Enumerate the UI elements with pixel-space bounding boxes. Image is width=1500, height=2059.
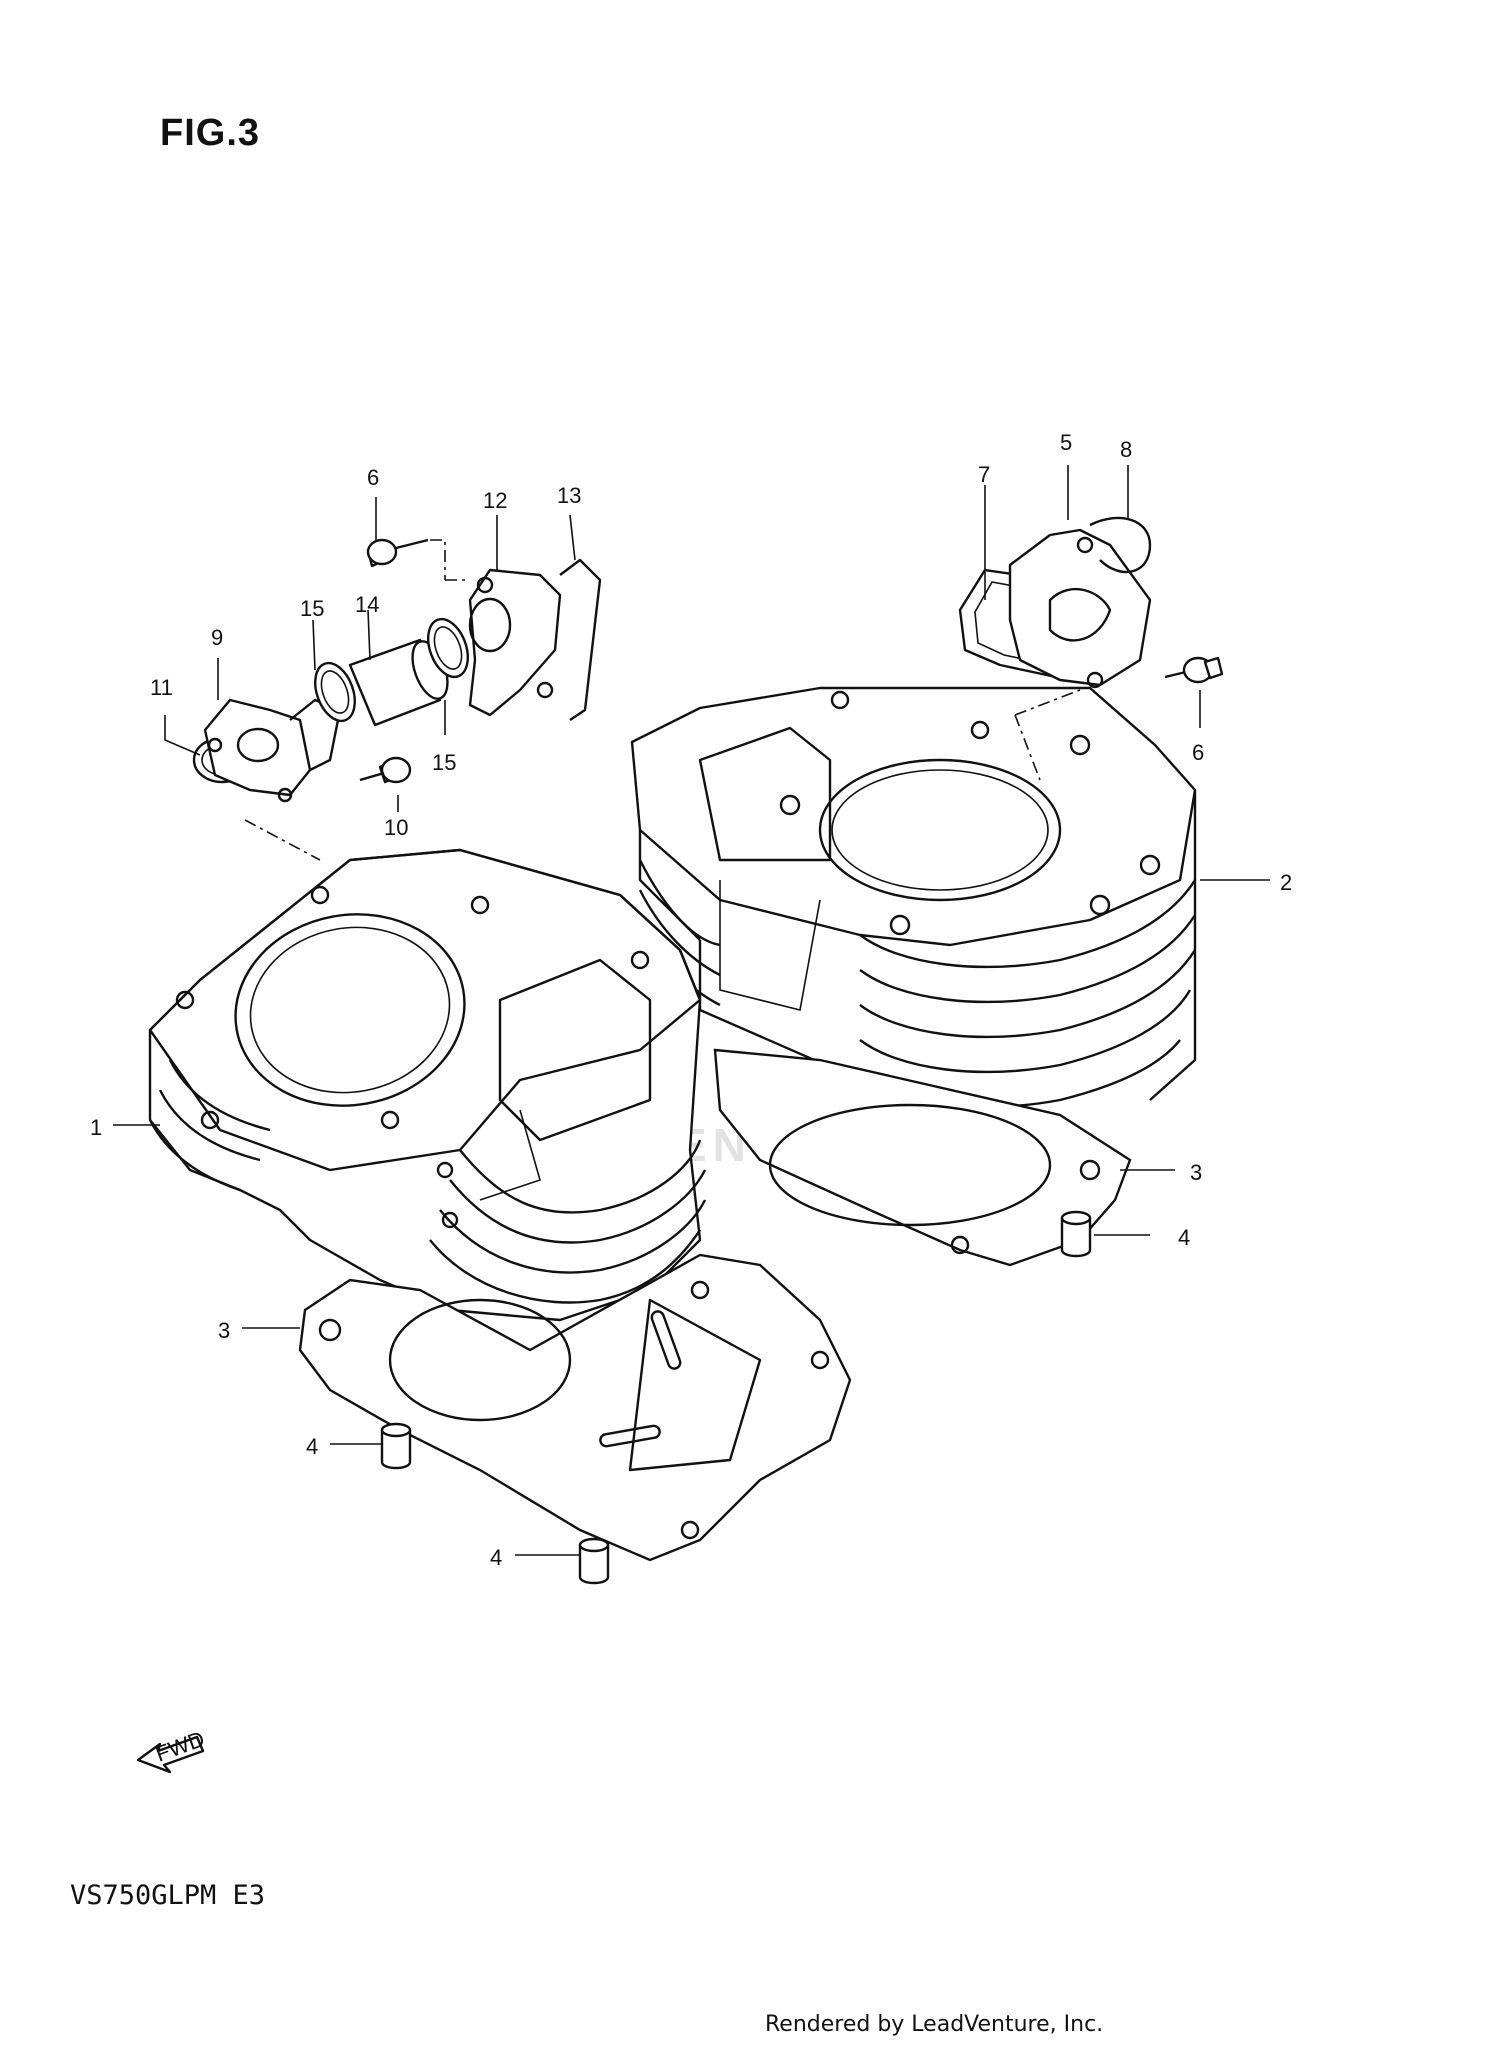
model-code: VS750GLPM E3 bbox=[70, 1880, 266, 1911]
dowel-pin-front-upper bbox=[380, 1422, 412, 1470]
callout-8: 8 bbox=[1120, 437, 1132, 462]
footer-credit: Rendered by LeadVenture, Inc. bbox=[765, 2012, 1104, 2037]
callout-2: 2 bbox=[1280, 870, 1292, 895]
callout-15-right: 15 bbox=[432, 750, 456, 775]
fwd-label: FWD bbox=[152, 1726, 208, 1767]
leader-lines bbox=[113, 465, 1270, 1556]
forward-arrow-icon: FWD bbox=[136, 1726, 208, 1774]
front-cylinder-base-gasket bbox=[298, 1253, 852, 1562]
front-cylinder bbox=[148, 848, 707, 1322]
intake-pipe-assembly bbox=[192, 538, 602, 803]
rear-cylinder-base-gasket bbox=[713, 1048, 1132, 1267]
callout-6-front: 6 bbox=[367, 465, 379, 490]
dowel-pin-front-lower bbox=[578, 1537, 610, 1585]
callout-3-front: 3 bbox=[218, 1318, 230, 1343]
callout-1: 1 bbox=[90, 1115, 102, 1140]
figure-title: FIG.3 bbox=[160, 112, 261, 154]
callout-13: 13 bbox=[557, 483, 581, 508]
rear-cylinder bbox=[630, 686, 1197, 1109]
callout-4-front-upper: 4 bbox=[306, 1434, 318, 1459]
callout-14: 14 bbox=[355, 592, 379, 617]
callout-numbers: 1 2 3 3 4 4 4 5 6 6 7 8 9 10 11 12 13 14… bbox=[90, 430, 1292, 1570]
callout-10: 10 bbox=[384, 815, 408, 840]
callout-12: 12 bbox=[483, 488, 507, 513]
callout-4-rear: 4 bbox=[1178, 1225, 1190, 1250]
callout-3-rear: 3 bbox=[1190, 1160, 1202, 1185]
callout-15-left: 15 bbox=[300, 596, 324, 621]
callout-11: 11 bbox=[150, 675, 173, 700]
callout-6-rear: 6 bbox=[1192, 740, 1204, 765]
callout-7: 7 bbox=[978, 462, 990, 487]
callout-9: 9 bbox=[211, 625, 223, 650]
rear-inlet-assembly bbox=[958, 516, 1224, 689]
callout-4-front-lower: 4 bbox=[490, 1545, 502, 1570]
callout-5: 5 bbox=[1060, 430, 1072, 455]
dowel-pin-rear bbox=[1060, 1210, 1092, 1258]
